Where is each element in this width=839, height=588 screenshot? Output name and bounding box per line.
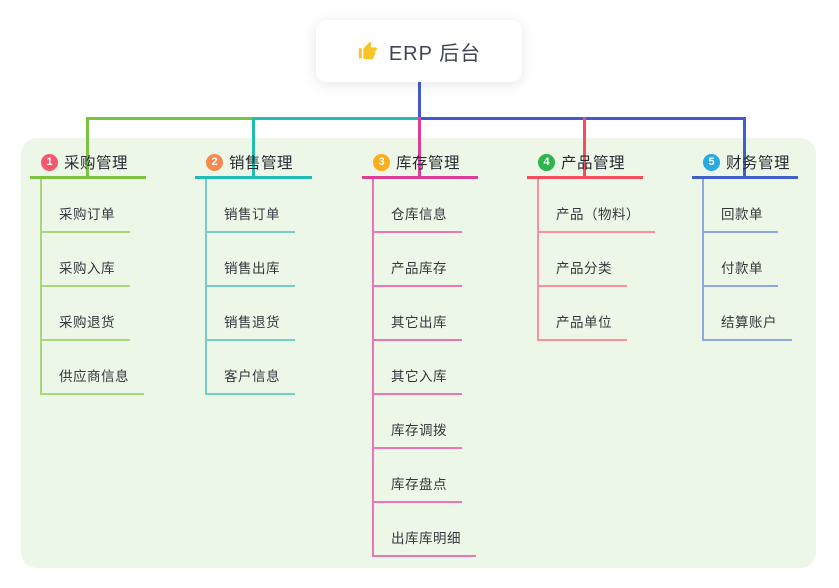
child-node[interactable]: 采购订单 xyxy=(42,179,130,233)
child-node-label: 产品库存 xyxy=(391,261,447,276)
branch-number-badge: 3 xyxy=(373,153,390,171)
branch-children-group: 仓库信息产品库存其它出库其它入库库存调拨库存盘点出库库明细 xyxy=(372,179,476,557)
branch-children-group: 采购订单采购入库采购退货供应商信息 xyxy=(40,179,144,395)
child-node-label: 结算账户 xyxy=(721,315,777,330)
child-node[interactable]: 客户信息 xyxy=(207,341,295,395)
connector-drop-1 xyxy=(86,117,89,177)
branch-title-label: 销售管理 xyxy=(229,155,294,172)
thumbs-up-icon xyxy=(358,41,377,60)
child-node-label: 付款单 xyxy=(721,261,763,276)
child-node-label: 其它出库 xyxy=(391,315,447,330)
child-node-label: 采购订单 xyxy=(59,207,115,222)
branch-title-label: 采购管理 xyxy=(64,155,129,172)
child-node-label: 销售退货 xyxy=(224,315,280,330)
child-node-label: 采购入库 xyxy=(59,261,115,276)
connector-drop-3 xyxy=(418,117,421,177)
connector-bus-left xyxy=(86,117,254,120)
child-node[interactable]: 结算账户 xyxy=(704,287,792,341)
child-node[interactable]: 销售出库 xyxy=(207,233,295,287)
branch-title-label: 财务管理 xyxy=(726,155,791,172)
child-node-label: 其它入库 xyxy=(391,369,447,384)
child-node-label: 采购退货 xyxy=(59,315,115,330)
branch-title-label: 库存管理 xyxy=(396,155,461,172)
connector-drop-4 xyxy=(583,117,586,177)
child-node[interactable]: 回款单 xyxy=(704,179,778,233)
root-node[interactable]: ERP 后台 xyxy=(316,20,522,82)
child-node-label: 产品（物料） xyxy=(556,207,640,222)
branch-children-group: 销售订单销售出库销售退货客户信息 xyxy=(205,179,295,395)
branches-panel xyxy=(21,138,816,568)
child-node-label: 库存盘点 xyxy=(391,477,447,492)
child-node[interactable]: 采购退货 xyxy=(42,287,130,341)
child-node-label: 供应商信息 xyxy=(59,369,129,384)
child-node-label: 产品单位 xyxy=(556,315,612,330)
branch-number-badge: 2 xyxy=(206,153,223,171)
branch-node[interactable]: 3 库存管理 xyxy=(362,148,478,179)
branch-number-badge: 4 xyxy=(538,153,555,171)
connector-bus-middle xyxy=(252,117,420,120)
child-node-label: 销售订单 xyxy=(224,207,280,222)
connector-drop-5 xyxy=(743,117,746,177)
child-node[interactable]: 仓库信息 xyxy=(374,179,462,233)
child-node[interactable]: 采购入库 xyxy=(42,233,130,287)
child-node[interactable]: 产品分类 xyxy=(539,233,627,287)
root-node-label: ERP 后台 xyxy=(388,42,482,65)
branch-title-label: 产品管理 xyxy=(561,155,626,172)
child-node-label: 产品分类 xyxy=(556,261,612,276)
branch-node[interactable]: 5 财务管理 xyxy=(692,148,798,179)
branch-children-group: 产品（物料） 产品分类产品单位 xyxy=(537,179,655,341)
child-node-label: 回款单 xyxy=(721,207,763,222)
branch-node[interactable]: 4 产品管理 xyxy=(527,148,643,179)
child-node[interactable]: 产品（物料） xyxy=(539,179,655,233)
branch-number-badge: 5 xyxy=(703,153,720,171)
child-node[interactable]: 产品库存 xyxy=(374,233,462,287)
child-node[interactable]: 产品单位 xyxy=(539,287,627,341)
child-node[interactable]: 供应商信息 xyxy=(42,341,144,395)
child-node[interactable]: 销售退货 xyxy=(207,287,295,341)
connector-drop-2 xyxy=(252,117,255,177)
child-node-label: 客户信息 xyxy=(224,369,280,384)
child-node-label: 库存调拨 xyxy=(391,423,447,438)
child-node-label: 销售出库 xyxy=(224,261,280,276)
child-node-label: 仓库信息 xyxy=(391,207,447,222)
child-node[interactable]: 其它出库 xyxy=(374,287,462,341)
child-node[interactable]: 销售订单 xyxy=(207,179,295,233)
child-node-label: 出库库明细 xyxy=(391,531,461,546)
child-node[interactable]: 库存调拨 xyxy=(374,395,462,449)
branch-children-group: 回款单付款单结算账户 xyxy=(702,179,792,341)
child-node[interactable]: 付款单 xyxy=(704,233,778,287)
child-node[interactable]: 其它入库 xyxy=(374,341,462,395)
connector-root-stem xyxy=(418,82,421,117)
branch-node[interactable]: 1 采购管理 xyxy=(30,148,146,179)
branch-number-badge: 1 xyxy=(41,153,58,171)
child-node[interactable]: 库存盘点 xyxy=(374,449,462,503)
branch-node[interactable]: 2 销售管理 xyxy=(195,148,312,179)
child-node[interactable]: 出库库明细 xyxy=(374,503,476,557)
connector-bus-right xyxy=(418,117,746,120)
